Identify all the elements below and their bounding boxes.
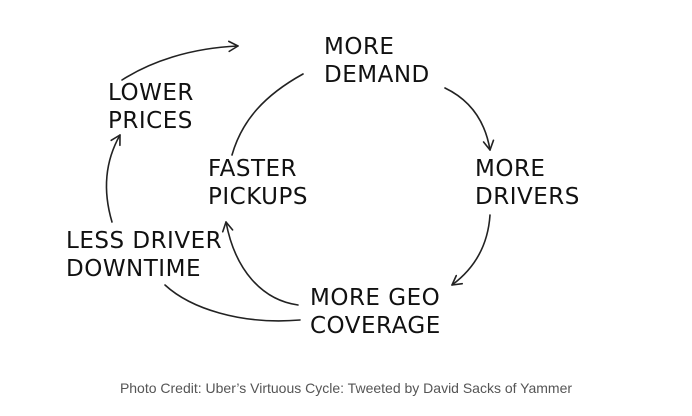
node-more-drivers-line1: MORE	[475, 156, 545, 182]
node-more-demand-line2: DEMAND	[324, 62, 430, 88]
node-less-driver-downtime: LESS DRIVER DOWNTIME	[66, 228, 222, 282]
node-more-geo-coverage-line1: MORE GEO	[310, 285, 440, 311]
photo-credit-caption: Photo Credit: Uber’s Virtuous Cycle: Twe…	[119, 380, 573, 396]
arrow-prices-to-demand	[121, 40, 239, 81]
node-more-geo-coverage-line2: COVERAGE	[310, 313, 441, 339]
node-more-demand-line1: MORE	[324, 34, 394, 60]
arrow-coverage-to-downtime	[164, 284, 301, 322]
node-more-geo-coverage: MORE GEO COVERAGE	[310, 285, 441, 339]
arrow-demand-to-drivers	[444, 87, 495, 151]
node-lower-prices: LOWER PRICES	[108, 80, 194, 134]
arrow-coverage-to-pickups	[221, 221, 299, 306]
node-faster-pickups: FASTER PICKUPS	[208, 156, 308, 210]
node-lower-prices-line2: PRICES	[108, 108, 193, 134]
node-less-driver-downtime-line2: DOWNTIME	[66, 256, 201, 282]
node-faster-pickups-line1: FASTER	[208, 156, 297, 182]
arrow-drivers-to-coverage	[451, 214, 491, 286]
arrow-downtime-to-prices	[105, 134, 121, 223]
node-lower-prices-line1: LOWER	[108, 80, 194, 106]
virtuous-cycle-diagram: MORE DEMAND MORE DRIVERS MORE GEO COVERA…	[66, 34, 580, 339]
node-more-drivers-line2: DRIVERS	[475, 184, 580, 210]
node-faster-pickups-line2: PICKUPS	[208, 184, 308, 210]
node-more-demand: MORE DEMAND	[324, 34, 430, 88]
arrow-demand-to-pickups	[231, 73, 304, 156]
node-more-drivers: MORE DRIVERS	[475, 156, 580, 210]
node-less-driver-downtime-line1: LESS DRIVER	[66, 228, 222, 254]
